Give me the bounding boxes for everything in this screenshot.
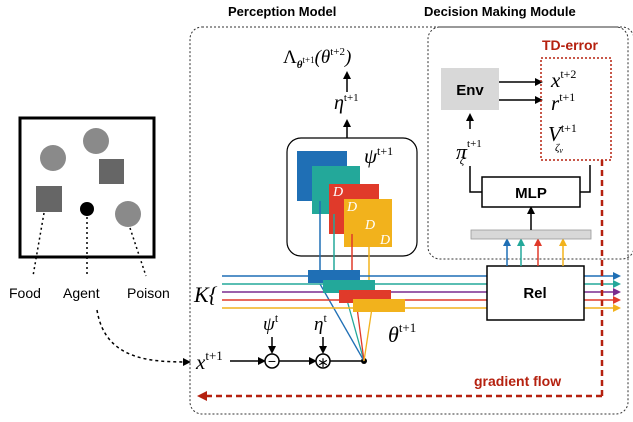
d-label-orange: D	[379, 233, 390, 248]
d-label-teal: D	[346, 200, 357, 215]
env-block	[441, 68, 499, 110]
td-error-box	[540, 57, 612, 161]
food-circle-1	[40, 145, 66, 171]
fan-line-1	[319, 283, 365, 362]
legend-poison: Poison	[127, 285, 170, 301]
mlp-to-pi	[469, 166, 482, 193]
rel-label: Rel	[523, 285, 546, 302]
poison-square-1	[99, 159, 124, 184]
td-error-label: TD-error	[542, 37, 599, 53]
rel-block	[486, 265, 585, 321]
selector-teal	[323, 280, 375, 293]
food-circle-2	[83, 128, 109, 154]
food-square-1	[36, 186, 62, 212]
env-label: Env	[456, 82, 484, 99]
poison-pointer	[129, 227, 147, 277]
mlp-to-v	[580, 165, 591, 193]
feature-bar	[470, 229, 592, 240]
out-x-label: xt+2	[550, 67, 576, 92]
fan-line-2	[344, 292, 365, 362]
legend-agent: Agent	[63, 285, 100, 301]
mlp-label: MLP	[515, 185, 547, 202]
input-x-label: xt+1	[195, 348, 223, 374]
poison-circle-1	[115, 201, 141, 227]
minus-symbol: −	[268, 353, 276, 369]
d-label-red: D	[364, 218, 375, 233]
agent-dot	[80, 202, 94, 216]
psi-label: ψt+1	[364, 144, 393, 168]
agent-observation-arrow	[96, 309, 191, 366]
legend-food: Food	[9, 285, 41, 301]
star-symbol: ∗	[317, 354, 329, 370]
selector-blue	[308, 270, 360, 283]
k-label: K{	[193, 282, 218, 307]
perception-model-header: Perception Model	[228, 4, 336, 19]
decision-module-container	[427, 26, 633, 260]
eta-label: ηt+1	[334, 92, 359, 114]
selector-orange	[353, 299, 405, 312]
perception-model-container	[189, 26, 629, 415]
psi-t-label: ψt	[263, 311, 279, 335]
food-pointer	[32, 212, 45, 277]
gradient-flow-label: gradient flow	[474, 373, 561, 389]
out-r-label: rt+1	[551, 90, 575, 115]
d-label-blue: D	[332, 185, 343, 200]
theta-label: θt+1	[388, 320, 416, 347]
eta-t-label: ηt	[314, 311, 327, 335]
decision-module-header: Decision Making Module	[424, 4, 576, 19]
lambda-label: Λθt+1(θt+2)	[283, 46, 351, 71]
fan-line-4	[363, 307, 373, 362]
